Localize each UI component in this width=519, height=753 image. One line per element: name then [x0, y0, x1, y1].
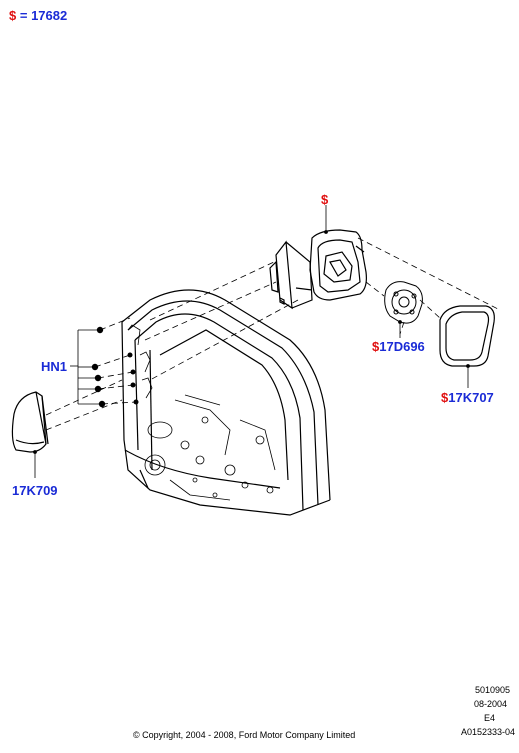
mirror-base [269, 240, 313, 310]
callout-17k707-part: 17K707 [448, 390, 494, 405]
callout-17d696: $17D696 [372, 340, 425, 353]
footer-date: 08-2004 [473, 699, 507, 709]
mirror-assembly-dollar: $ [321, 192, 329, 207]
leader-lines [33, 205, 470, 478]
exploded-view-dash-lines [45, 237, 501, 431]
footer-copyright: © Copyright, 2004 - 2008, Ford Motor Com… [133, 730, 356, 740]
mirror-glass [439, 305, 495, 367]
footer-code1: 5010905 [474, 685, 510, 695]
glass-backing-plate [384, 281, 423, 324]
callout-17k707-dollar: $ [441, 390, 449, 405]
footer-code2: E4 [483, 713, 495, 723]
callout-17d696-dollar: $ [372, 339, 380, 354]
callout-17k709: 17K709 [12, 483, 58, 498]
header-dollar: $ [9, 8, 17, 23]
callout-17d696-part: 17D696 [379, 339, 425, 354]
fasteners [91, 326, 139, 408]
door-inner-panel-details [127, 324, 276, 501]
mirror-head [295, 229, 367, 301]
mirror-cover [11, 391, 49, 453]
callout-17k707: $17K707 [441, 391, 494, 404]
header-label: $ = 17682 [9, 9, 67, 22]
footer-illustration-id: A0152333-04 [460, 727, 515, 737]
header-part-number: 17682 [31, 8, 68, 23]
door-frame [121, 289, 331, 516]
callout-hn1: HN1 [41, 359, 68, 374]
header-equals: = [19, 8, 28, 23]
